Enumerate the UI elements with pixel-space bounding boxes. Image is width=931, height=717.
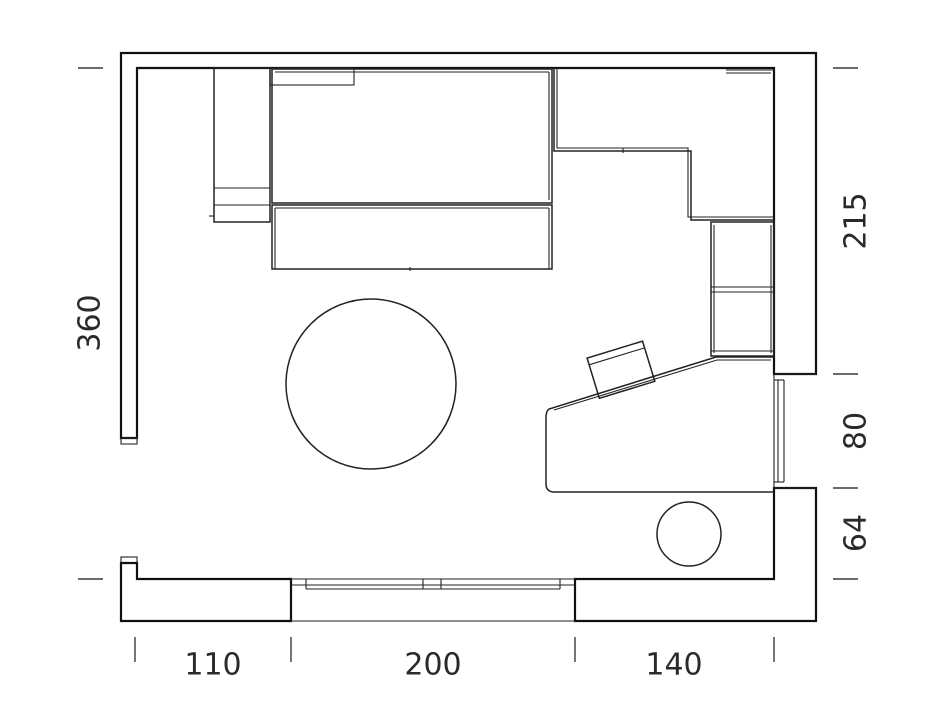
- corner-wardrobe: [553, 68, 774, 221]
- round-stool: [656, 501, 722, 567]
- trundle-bed: [271, 204, 553, 271]
- bottom-right-wall: [573, 486, 818, 623]
- dimension-bottom-left: 110: [184, 648, 241, 683]
- desk-chair: [586, 340, 656, 400]
- bottom-window: [291, 578, 575, 622]
- desk: [545, 356, 774, 493]
- side-shelves: [710, 221, 775, 357]
- dimension-right-top: 215: [839, 192, 874, 249]
- dimension-right-bottom: 64: [839, 514, 874, 552]
- right-window: [773, 373, 816, 489]
- dimension-bottom-right: 140: [645, 648, 702, 683]
- dimension-bottom-middle: 200: [404, 648, 461, 683]
- tall-cabinet: [209, 67, 271, 223]
- bottom-left-wall: [119, 561, 293, 623]
- bed: [271, 68, 553, 204]
- dimension-right-middle: 80: [839, 412, 874, 450]
- dimension-left-height: 360: [73, 294, 108, 351]
- headboard-shelf: [269, 67, 355, 86]
- wall-end-cap-top: [120, 437, 138, 445]
- dimension-ticks: [78, 67, 858, 662]
- round-rug: [285, 298, 457, 470]
